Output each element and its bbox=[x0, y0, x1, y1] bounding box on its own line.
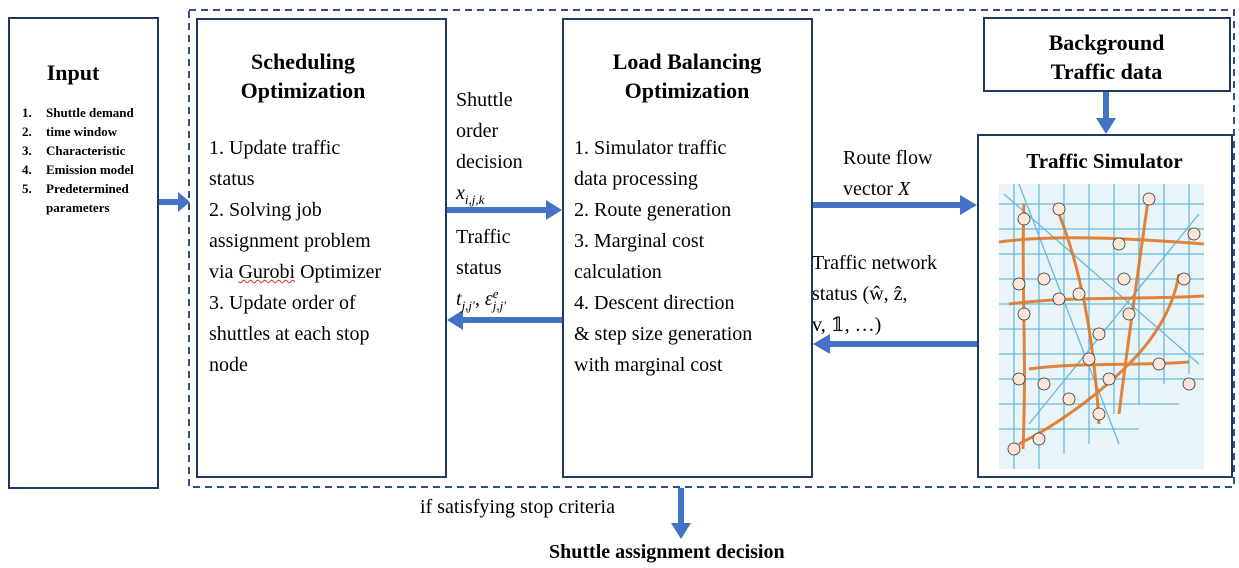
optimization-loop-boundary bbox=[188, 9, 1235, 488]
scheduling-box: Scheduling Optimization 1. Update traffi… bbox=[196, 18, 447, 478]
network-status-label: Traffic network status (ŵ, ẑ, v, 𝟙, …) bbox=[812, 252, 937, 336]
input-list: 1.Shuttle demand 2.time window 3.Charact… bbox=[22, 103, 156, 217]
load-balancing-title: Load Balancing Optimization bbox=[612, 49, 762, 103]
road-network-map-icon bbox=[999, 184, 1205, 469]
input-item: 4.Emission model bbox=[22, 162, 134, 177]
input-box: Input 1.Shuttle demand 2.time window 3.C… bbox=[8, 17, 159, 489]
background-traffic-title: Background Traffic data bbox=[1048, 30, 1165, 84]
background-traffic-box: Background Traffic data bbox=[983, 17, 1231, 92]
traffic-simulator-box: Traffic Simulator bbox=[977, 134, 1233, 478]
scheduling-steps: 1. Update traffic status 2. Solving job … bbox=[209, 137, 382, 376]
load-balancing-steps: 1. Simulator traffic data processing 2. … bbox=[574, 137, 753, 376]
output-label: Shuttle assignment decision bbox=[549, 541, 785, 563]
order-decision-label: Shuttle order decision xi,j,k bbox=[456, 89, 523, 207]
input-title: Input bbox=[46, 60, 100, 85]
stop-criteria-label: if satisfying stop criteria bbox=[420, 496, 615, 518]
input-item: 2.time window bbox=[22, 124, 118, 139]
traffic-simulator-title: Traffic Simulator bbox=[1026, 149, 1183, 173]
input-item: 3.Characteristic bbox=[22, 143, 126, 158]
load-balancing-box: Load Balancing Optimization 1. Simulator… bbox=[562, 18, 813, 478]
route-flow-label: Route flow vector X bbox=[843, 147, 933, 200]
input-item: 5.Predetermined parameters bbox=[22, 181, 129, 215]
scheduling-title: Scheduling Optimization bbox=[240, 49, 366, 103]
input-item: 1.Shuttle demand bbox=[22, 105, 134, 120]
